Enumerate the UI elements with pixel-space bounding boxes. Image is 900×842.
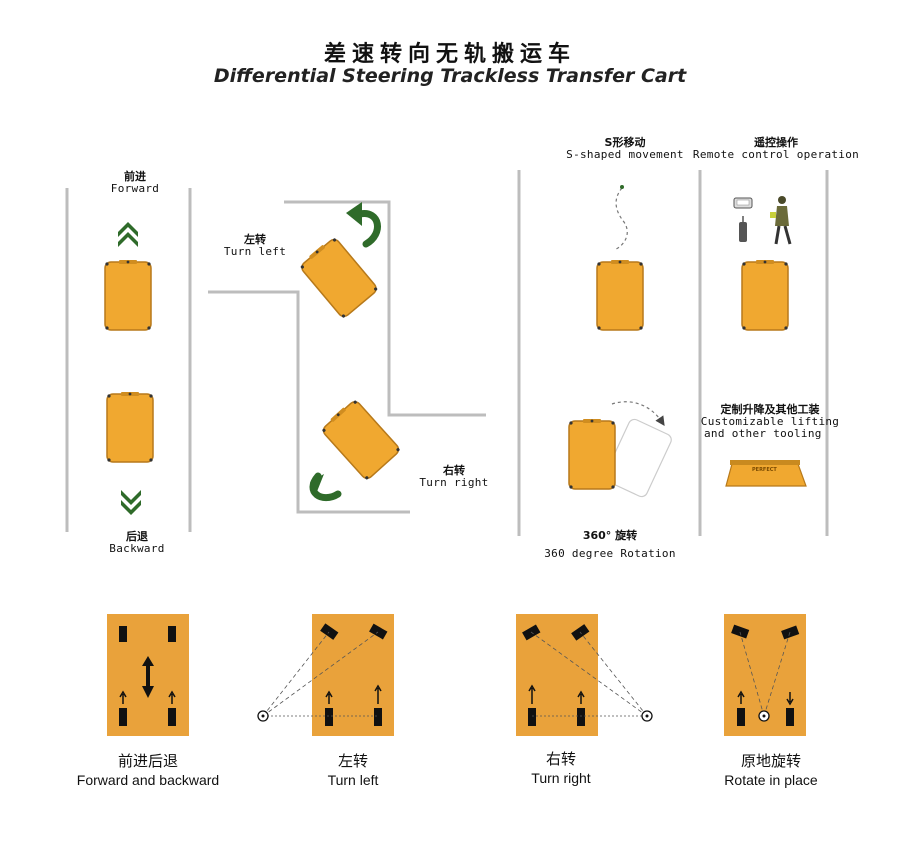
label-remote: 遥控操作 Remote control operation [690, 137, 862, 161]
caption-forward-backward: 前进后退 Forward and backward [48, 751, 248, 789]
label-turn-right-cn: 右转 [443, 464, 465, 477]
label-custom-en1: Customizable lifting [700, 415, 840, 428]
s-path-start [620, 185, 624, 189]
label-custom: 定制升降及其他工装 Customizable lifting and other… [700, 404, 840, 440]
label-remote-en: Remote control operation [692, 148, 860, 161]
caption-turn-left-en: Turn left [327, 772, 379, 788]
backward-arrow-icon [121, 490, 141, 515]
cart-backward [106, 391, 154, 463]
wheel-diagram-turn-right [516, 614, 653, 736]
cart-rotation [568, 418, 616, 490]
remote-control-icon [733, 197, 753, 242]
label-turn-right: 右转 Turn right [412, 465, 496, 489]
forward-arrow-icon [118, 222, 138, 247]
label-rotation-cn: 360° 旋转 [582, 529, 638, 542]
forward-backward-scene [65, 188, 192, 532]
label-s-shaped: S形移动 S-shaped movement [560, 137, 690, 161]
lifting-cart-logo: PERFECT [752, 467, 777, 473]
label-s-shaped-cn: S形移动 [604, 136, 646, 149]
label-forward: 前进 Forward [95, 171, 175, 195]
rotation-arrow-icon [611, 401, 665, 426]
wheel-diagram-forward-backward [107, 614, 189, 736]
s-path [613, 187, 628, 251]
rotation-ghost-cart [604, 418, 672, 498]
label-turn-left-cn: 左转 [244, 233, 266, 246]
turn-scene [208, 200, 486, 514]
caption-turn-right: 右转 Turn right [461, 749, 661, 787]
caption-rotate-cn: 原地旋转 [740, 752, 801, 770]
cart-remote [741, 259, 789, 331]
cart-forward [104, 259, 152, 331]
wheel-diagram-rotate [724, 614, 806, 736]
caption-turn-right-en: Turn right [531, 770, 591, 786]
label-rotation: 360° 旋转 360 degree Rotation [530, 530, 690, 560]
caption-forward-backward-en: Forward and backward [76, 772, 220, 788]
turn-right-arrow-icon [309, 472, 342, 502]
label-s-shaped-en: S-shaped movement [566, 148, 684, 161]
caption-turn-left: 左转 Turn left [253, 751, 453, 789]
turn-left-arrow-icon [346, 202, 381, 248]
caption-rotate-en: Rotate in place [724, 772, 818, 788]
label-turn-left: 左转 Turn left [213, 234, 297, 258]
label-backward-en: Backward [109, 542, 165, 555]
cart-s-shaped [596, 259, 644, 331]
cart-turn-left [297, 234, 380, 320]
title-chinese: 差速转向无轨搬运车 [323, 42, 576, 67]
label-rotation-en: 360 degree Rotation [544, 547, 676, 560]
label-custom-en2: and other tooling [704, 427, 822, 440]
operator-icon [770, 196, 792, 245]
caption-turn-right-cn: 右转 [545, 750, 576, 768]
label-backward-cn: 后退 [126, 530, 148, 543]
title-english: Differential Steering Trackless Transfer… [213, 65, 687, 87]
label-backward: 后退 Backward [95, 531, 179, 555]
lifting-cart [725, 460, 807, 487]
label-custom-cn: 定制升降及其他工装 [720, 403, 820, 416]
label-forward-en: Forward [110, 182, 160, 195]
caption-turn-left-cn: 左转 [337, 752, 368, 770]
caption-forward-backward-cn: 前进后退 [117, 752, 178, 770]
right-panel-dividers [517, 170, 829, 536]
caption-rotate: 原地旋转 Rotate in place [671, 751, 871, 789]
label-forward-cn: 前进 [124, 170, 146, 183]
label-turn-right-en: Turn right [419, 476, 489, 489]
label-remote-cn: 遥控操作 [754, 136, 798, 149]
label-turn-left-en: Turn left [223, 245, 287, 258]
wheel-diagram-turn-left [257, 614, 394, 736]
